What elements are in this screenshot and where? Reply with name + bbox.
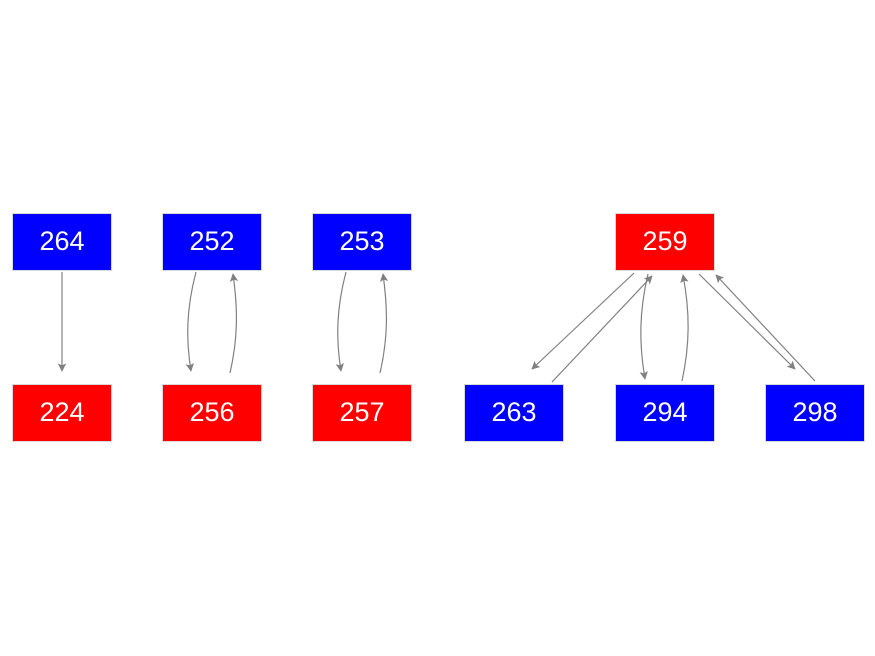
graph-node-224[interactable]: 224 <box>12 384 112 442</box>
graph-edge-253-to-257 <box>335 271 347 372</box>
graph-edge-259-to-298 <box>698 273 796 370</box>
graph-edge-259-to-294 <box>639 273 649 380</box>
graph-node-298[interactable]: 298 <box>765 384 865 442</box>
graph-node-label: 252 <box>189 225 235 256</box>
graph-node-label: 259 <box>642 225 688 256</box>
graph-node-252[interactable]: 252 <box>162 213 262 271</box>
graph-edge-257-to-253 <box>379 273 389 374</box>
graph-edge-294-to-259 <box>680 274 689 382</box>
graph-node-256[interactable]: 256 <box>162 384 262 442</box>
graph-node-label: 263 <box>491 396 537 427</box>
graph-node-264[interactable]: 264 <box>12 213 112 271</box>
graph-node-label: 264 <box>39 225 85 256</box>
graph-edge-252-to-256 <box>185 271 197 372</box>
graph-node-263[interactable]: 263 <box>464 384 564 442</box>
graph-edge-256-to-252 <box>229 273 239 374</box>
graph-node-label: 298 <box>792 396 838 427</box>
graph-node-294[interactable]: 294 <box>615 384 715 442</box>
graph-node-label: 257 <box>339 396 385 427</box>
graph-node-259[interactable]: 259 <box>615 213 715 271</box>
graph-node-257[interactable]: 257 <box>312 384 412 442</box>
graph-edges <box>57 271 816 383</box>
graph-node-label: 256 <box>189 396 235 427</box>
graph-node-label: 224 <box>39 396 85 427</box>
graph-edge-259-to-263 <box>531 272 635 370</box>
graph-node-label: 294 <box>642 396 688 427</box>
graph-node-253[interactable]: 253 <box>312 213 412 271</box>
graph-edge-263-to-259 <box>551 275 653 383</box>
graph-edge-298-to-259 <box>715 274 816 382</box>
graph-node-label: 253 <box>339 225 385 256</box>
